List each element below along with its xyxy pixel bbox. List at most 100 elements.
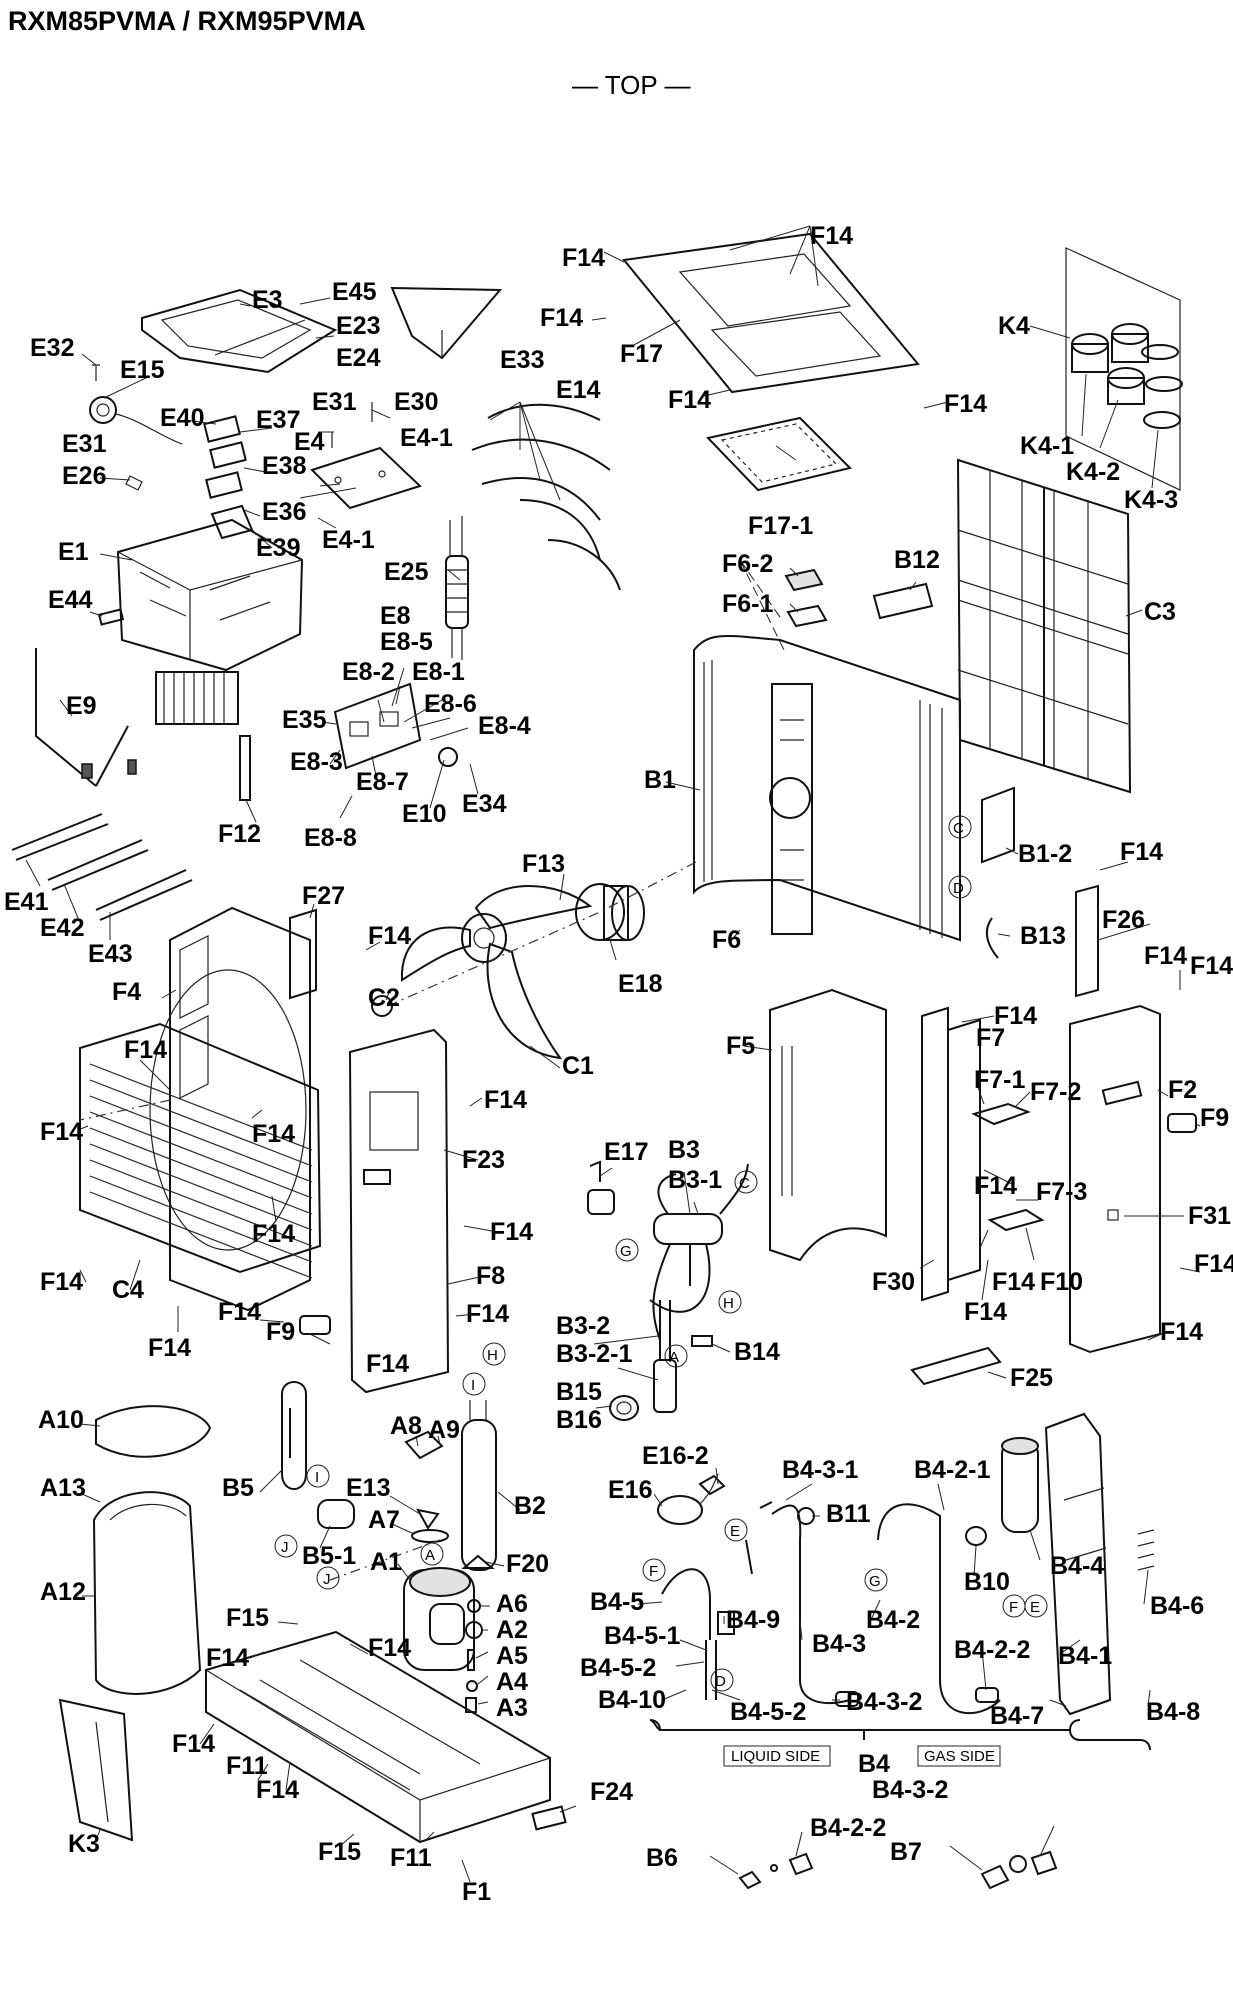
callout-c048: F6-2 [722, 550, 773, 578]
callout-c010: E40 [160, 404, 204, 432]
callout-c105: B3-2 [556, 1312, 610, 1340]
callout-c077: F14 [490, 1218, 533, 1246]
callout-c156: B4-5-2 [730, 1698, 806, 1726]
callout-c059: F14 [1120, 838, 1163, 866]
callout-c040: E43 [88, 940, 132, 968]
callout-c055: C3 [1144, 598, 1176, 626]
callout-c051: K4 [998, 312, 1030, 340]
callout-c150: B4-2 [866, 1606, 920, 1634]
callout-c017: E4 [294, 428, 325, 456]
callout-c002: E15 [120, 356, 165, 384]
callout-c088: F7 [976, 1024, 1005, 1052]
callout-c125: A5 [496, 1642, 528, 1670]
callout-c073: F14 [252, 1120, 295, 1148]
callout-c109: B16 [556, 1406, 602, 1434]
callout-c049: F6-1 [722, 590, 774, 618]
liquid-side-box [723, 1745, 831, 1767]
marker-m18: D [715, 1673, 726, 1690]
gas-side-box [917, 1745, 1001, 1767]
callout-c044: F17 [620, 340, 663, 368]
callout-c081: F14 [148, 1334, 191, 1362]
heat-exchanger-drawing [693, 559, 1099, 998]
callout-c037: F12 [218, 820, 261, 848]
callout-c027: E8-1 [412, 658, 465, 686]
callout-c050: B12 [894, 546, 940, 574]
callout-c123: A6 [496, 1590, 528, 1618]
callout-c023: E25 [384, 558, 429, 586]
callout-c152: B4-5-2 [580, 1654, 656, 1682]
callout-c025: E8-5 [380, 628, 433, 656]
callout-c097: F2 [1168, 1076, 1197, 1104]
callout-c155: B4-10 [598, 1686, 666, 1714]
callout-c086: F5 [726, 1032, 755, 1060]
callout-c082: F14 [218, 1298, 261, 1326]
callout-c008: E31 [62, 430, 107, 458]
marker-m02: D [953, 880, 964, 897]
callout-c043: F14 [540, 304, 583, 332]
callout-c038: E41 [4, 888, 49, 916]
callout-c132: F11 [226, 1752, 268, 1780]
callout-c066: F27 [302, 882, 345, 910]
callout-c068: F4 [112, 978, 141, 1006]
marker-m17: E [1030, 1599, 1040, 1616]
marker-m11: J [323, 1571, 331, 1588]
callout-c115: B5-1 [302, 1542, 356, 1570]
marker-m12: A [425, 1547, 435, 1564]
callout-c056: B1 [644, 766, 676, 794]
leader-lines [25, 225, 1201, 1883]
callout-c062: F14 [1144, 942, 1187, 970]
orientation-label: — TOP — [572, 70, 691, 100]
marker-m16: F [1009, 1599, 1018, 1616]
callout-c014: E39 [256, 534, 300, 562]
callout-c111: A10 [38, 1406, 84, 1434]
callout-c052: K4-1 [1020, 432, 1074, 460]
callout-c117: A9 [428, 1416, 460, 1444]
callout-c114: B5 [222, 1474, 254, 1502]
callout-c159: B4-8 [1146, 1698, 1200, 1726]
callout-c075: F14 [484, 1086, 527, 1114]
callout-c094: F14 [992, 1268, 1035, 1296]
right-side-panels-drawing [769, 988, 1197, 1386]
marker-m01: C [953, 820, 964, 837]
callout-c146: B4-5 [590, 1588, 644, 1616]
callout-c161: B6 [646, 1844, 678, 1872]
callout-c118: E13 [346, 1474, 390, 1502]
callout-c108: B15 [556, 1378, 602, 1406]
callout-c163: B7 [890, 1838, 922, 1866]
callout-c005: E23 [336, 312, 380, 340]
callout-c021: E1 [58, 538, 89, 566]
callout-c012: E38 [262, 452, 307, 480]
electrical-assembly-drawing [11, 286, 621, 921]
callout-c144: B10 [964, 1568, 1010, 1596]
callout-c047: F17-1 [748, 512, 813, 540]
marker-m08: I [471, 1377, 475, 1394]
callout-c071: F14 [124, 1036, 167, 1064]
callout-c003: E3 [252, 286, 283, 314]
callout-c057: F6 [712, 926, 741, 954]
callout-c143: B4-2-1 [914, 1456, 991, 1484]
callout-c112: A13 [40, 1474, 86, 1502]
callout-c090: F7-2 [1030, 1078, 1081, 1106]
callout-c093: F30 [872, 1268, 915, 1296]
callout-c033: E10 [402, 800, 446, 828]
callout-c141: B4-3-1 [782, 1456, 859, 1484]
callout-c101: F14 [1160, 1318, 1203, 1346]
callout-c074: F14 [252, 1220, 295, 1248]
callout-c139: E16-2 [642, 1442, 709, 1470]
callout-c091: F14 [974, 1172, 1017, 1200]
liquid-side-label: LIQUID SIDE [731, 1748, 820, 1765]
callout-c138: K3 [68, 1830, 100, 1858]
callout-c054: K4-3 [1124, 486, 1178, 514]
callout-c140: E16 [608, 1476, 652, 1504]
callout-c147: B4-9 [726, 1606, 780, 1634]
callout-c160: B4-3-2 [872, 1776, 948, 1804]
callout-c046: F14 [944, 390, 987, 418]
callout-c149: B4-3 [812, 1630, 866, 1658]
callout-c131: F14 [172, 1730, 215, 1758]
callout-c078: F8 [476, 1262, 505, 1290]
callout-c004: E45 [332, 278, 377, 306]
callout-c061: B13 [1020, 922, 1066, 950]
callout-c042: F14 [810, 222, 853, 250]
callout-c124: A2 [496, 1616, 528, 1644]
